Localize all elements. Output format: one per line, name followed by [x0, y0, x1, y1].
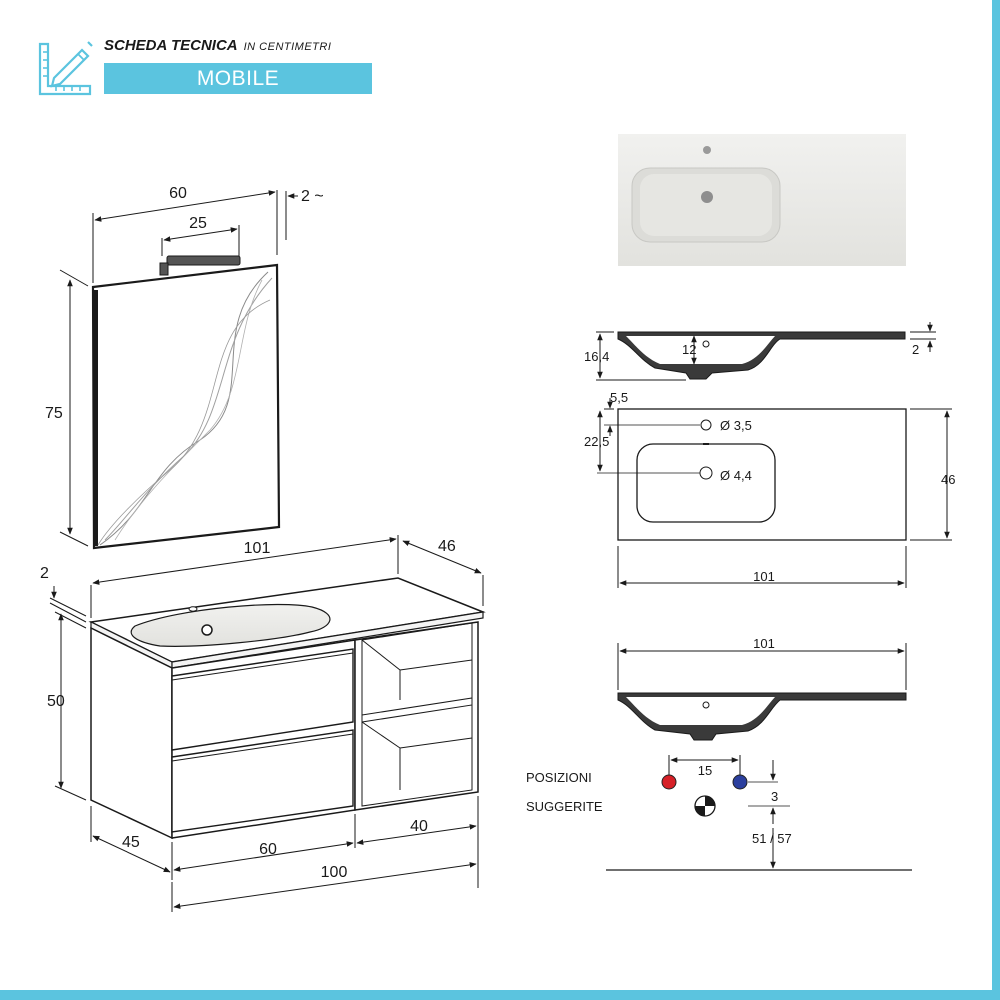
cabinet-tap-hole	[188, 606, 198, 612]
lamp-mount	[159, 262, 169, 276]
header-title: SCHEDA TECNICA IN CENTIMETRI	[104, 37, 331, 54]
lamp-bar	[166, 255, 241, 266]
mirror-depth-label: 2 ~	[301, 188, 324, 205]
positions-label-1: POSIZIONI	[526, 770, 592, 785]
cabinet-height-label: 50	[47, 693, 65, 710]
sink-plan-basin	[636, 443, 776, 523]
cabinet-top-width-label: 101	[244, 540, 271, 557]
cold-tap-marker	[732, 774, 748, 790]
drain-hole-label: Ø 4,4	[720, 468, 752, 483]
mirror-decor-line-3	[114, 279, 263, 541]
mirror-frame	[91, 263, 281, 550]
cabinet	[88, 577, 486, 840]
cabinet-sink-basin	[130, 603, 331, 647]
sink-plan-tap-hole	[700, 419, 712, 431]
header-title-text: SCHEDA TECNICA	[104, 37, 238, 54]
right-frame-stripe	[992, 0, 1000, 1000]
drawer-width-label: 60	[259, 841, 277, 858]
tap-hole-label: Ø 3,5	[720, 418, 752, 433]
mirror-decor-line-2	[104, 277, 273, 541]
cabinet-top-depth-label: 46	[438, 538, 456, 555]
sink-section: 16,4 12 2	[584, 322, 936, 381]
mirror	[91, 255, 281, 550]
cabinet-side-depth-label: 45	[122, 834, 140, 851]
drain-height-label: 51 / 57	[752, 831, 792, 846]
positions-label-2: SUGGERITE	[526, 799, 603, 814]
ruler-pencil-icon	[38, 41, 93, 96]
sink-total-height-label: 16,4	[584, 349, 609, 364]
drain-offset-label: 22,5	[584, 434, 609, 449]
cabinet-sink-drain	[201, 624, 213, 636]
sink-section-basin-cut	[626, 336, 775, 364]
sink-render-basin-floor	[640, 174, 772, 236]
sink-plan: Ø 3,5 Ø 4,4 5,5 22,5 46 101	[584, 390, 955, 588]
mirror-decor-line-4	[97, 299, 271, 546]
hot-tap-marker	[661, 774, 677, 790]
mirror-height-label: 75	[45, 405, 63, 422]
drain-marker	[694, 795, 716, 817]
header-subtitle: IN CENTIMETRI	[243, 41, 332, 53]
bottom-frame-stripe	[0, 990, 1000, 1000]
cabinet-top-thickness-label: 2	[40, 565, 49, 582]
sink-width-label: 101	[753, 569, 775, 584]
sink-render	[618, 134, 906, 266]
sink-render-tap-hole	[703, 146, 711, 154]
sink-basin-depth-label: 12	[682, 342, 696, 357]
mirror-dimensions: 60 25 2 ~ 75	[45, 185, 324, 547]
shelf-width-label: 40	[410, 818, 428, 835]
mirror-width-label: 60	[169, 185, 187, 202]
shelf-board	[361, 697, 473, 723]
sink-plan-drain-hole	[699, 466, 713, 480]
sink-rim-thickness-label: 2	[912, 342, 919, 357]
cabinet-drawer-upper	[171, 648, 354, 751]
lamp-width-label: 25	[189, 215, 207, 232]
cabinet-drawer-lower	[171, 729, 354, 833]
sink-front: 101 POSIZIONI SUGGERITE 15 3 51 / 57	[526, 636, 912, 871]
section-banner: MOBILE	[104, 63, 372, 94]
cabinet-dimensions: 101 46 2 50 45 60 40 100	[40, 535, 484, 912]
front-width-label: 101	[753, 636, 775, 651]
section-banner-label: MOBILE	[196, 67, 280, 90]
sink-render-drain	[701, 191, 713, 203]
taps-height-label: 3	[771, 789, 778, 804]
tap-offset-label: 5,5	[610, 390, 628, 405]
total-width-label: 100	[321, 864, 348, 881]
taps-distance-label: 15	[698, 763, 712, 778]
sink-depth-label: 46	[941, 472, 955, 487]
cabinet-top-edge-front	[171, 611, 484, 669]
